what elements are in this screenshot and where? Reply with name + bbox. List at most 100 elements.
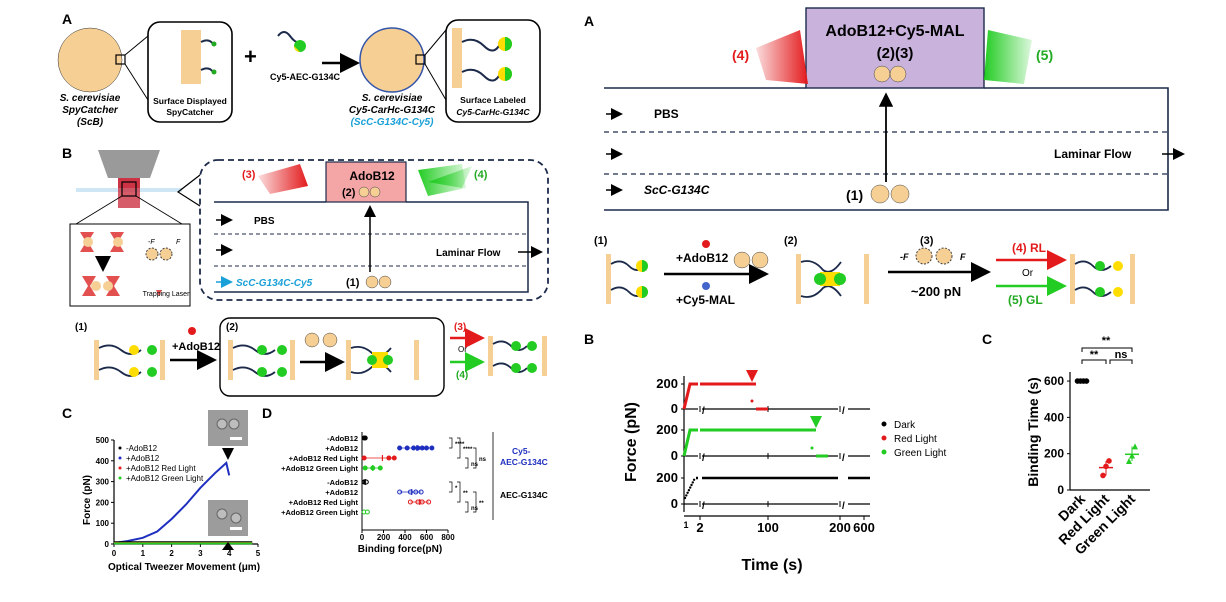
- d-xtick-label: 600: [420, 533, 434, 542]
- d-sig-label: ns: [479, 457, 487, 463]
- left-c-letter: C: [62, 405, 72, 421]
- b-axis-break: /: [842, 501, 845, 512]
- c-ytick-label: 100: [96, 519, 110, 528]
- d-sig-bracket: [465, 457, 469, 469]
- d-sig-bracket: [449, 437, 453, 449]
- right-a-letter: A: [584, 13, 594, 29]
- b-xtick-label: 2: [696, 520, 703, 535]
- d-row-label: +AdoB12: [325, 488, 358, 497]
- rc-point: [1106, 458, 1112, 464]
- pbs-label: PBS: [254, 216, 275, 227]
- scheme-step2: (2): [226, 322, 238, 333]
- rc-sig-label: ns: [1115, 349, 1128, 361]
- r-cells: ScC-G134C: [644, 183, 710, 197]
- r-reag1: +AdoB12: [676, 251, 729, 265]
- right-c-letter: C: [982, 331, 992, 347]
- d-row-label: +AdoB12 Red Light: [289, 454, 359, 463]
- d-xtick-label: 200: [377, 533, 391, 542]
- b-trace-point: [690, 483, 693, 487]
- b-ytick-label: 0: [671, 448, 678, 463]
- b-trace-rise: [682, 382, 698, 410]
- legend-red: +AdoB12 Red Light: [126, 464, 196, 473]
- r-light4: (4): [732, 47, 749, 63]
- d-group1-b: AEC-G134C: [500, 457, 548, 467]
- plus-sign: +: [244, 44, 257, 69]
- d-sig-label: *: [455, 486, 458, 492]
- box1-label-1: Surface Displayed: [153, 96, 227, 106]
- c-series-line: [113, 461, 231, 544]
- left-panel-b: B -F F Trapping Laser (3) (4) AdoB12: [62, 145, 549, 397]
- d-group2: AEC-G134C: [500, 490, 548, 500]
- d-sig-bracket: [473, 447, 477, 469]
- d-group1-a: Cy5-: [512, 446, 531, 456]
- box2-label-2: Cy5-CarHc-G134C: [456, 107, 530, 117]
- r-fr: F: [960, 252, 966, 262]
- b-axis-break: /: [702, 501, 705, 512]
- legend-green: +AdoB12 Green Light: [126, 474, 204, 483]
- legend-minus: -AdoB12: [126, 444, 158, 453]
- rc-sig-bracket: [1109, 359, 1133, 364]
- d-row-label: -AdoB12: [327, 434, 358, 443]
- d-xtick-label: 0: [360, 533, 365, 542]
- d-sig-label: ns: [471, 462, 479, 468]
- trapping-laser-label: Trapping Laser: [143, 291, 190, 298]
- r-pos1: (1): [846, 187, 863, 203]
- b-axis-break: /: [842, 453, 845, 464]
- c-ylabel: Force (pN): [82, 475, 93, 525]
- cells-label: ScC-G134C-Cy5: [236, 278, 313, 289]
- c-xtick-label: 5: [256, 549, 261, 558]
- b-ytick-label: 200: [656, 470, 678, 485]
- r-laminar: Laminar Flow: [1054, 147, 1132, 161]
- c-xtick-label: 0: [112, 549, 117, 558]
- d-point: [362, 435, 368, 441]
- b-xtick-label: 600: [853, 520, 875, 535]
- r-s1: (1): [594, 235, 608, 247]
- scheme-step2-box: [219, 317, 445, 397]
- b-xtick-label: 100: [757, 520, 779, 535]
- light3-label: (3): [242, 169, 256, 181]
- scb-label-3: (ScB): [77, 117, 104, 128]
- scheme-or: Or: [458, 345, 467, 354]
- d-sig-bracket: [457, 481, 461, 503]
- left-b-letter: B: [62, 145, 72, 161]
- legend-swatch-minus: [118, 446, 122, 450]
- b-xlabel: Time (s): [741, 557, 802, 574]
- b-ytick-label: 0: [671, 401, 678, 416]
- r-fl: -F: [900, 252, 909, 262]
- reagent-label: Cy5-AEC-G134C: [270, 72, 341, 82]
- rc-point: [1132, 443, 1138, 450]
- d-sig-label: ****: [463, 447, 473, 453]
- b-rupture-marker: [810, 416, 822, 428]
- scb-zoom-marker: [115, 54, 126, 65]
- d-row-label: -AdoB12: [327, 478, 358, 487]
- legend-swatch-green: [118, 476, 122, 480]
- right-b-letter: B: [584, 331, 594, 347]
- c-ytick-label: 300: [96, 478, 110, 487]
- legend-swatch-red: [118, 466, 122, 470]
- b-trace-point: [685, 494, 688, 497]
- d-sig-label: ns: [471, 506, 479, 512]
- micrograph-top: [208, 410, 248, 446]
- d-row-label: +AdoB12 Green Light: [281, 508, 358, 517]
- cell2-label-1: S. cerevisiae: [362, 93, 423, 104]
- b-trace-point: [689, 486, 692, 489]
- b-trace-point: [683, 496, 687, 500]
- d-xtick-label: 800: [441, 533, 455, 542]
- reservoir-pos: (2): [342, 187, 356, 199]
- right-panel-a: A AdoB12+Cy5-MAL (2)(3) (4) (5) PBS Lami…: [584, 7, 1185, 307]
- b-xtick-label: 1: [683, 520, 688, 530]
- b-ytick-label: 0: [671, 496, 678, 511]
- legend-green-swatch: [881, 449, 887, 455]
- rc-ytick-label: 200: [1044, 447, 1064, 461]
- c-legend: -AdoB12 +AdoB12 +AdoB12 Red Light +AdoB1…: [118, 444, 204, 483]
- box2-label-1: Surface Labeled: [460, 95, 526, 105]
- b-legend: Dark Red Light Green Light: [881, 420, 946, 459]
- c-xtick-label: 2: [169, 549, 174, 558]
- trap-force-right: F: [176, 239, 181, 246]
- laminar-label: Laminar Flow: [436, 248, 501, 259]
